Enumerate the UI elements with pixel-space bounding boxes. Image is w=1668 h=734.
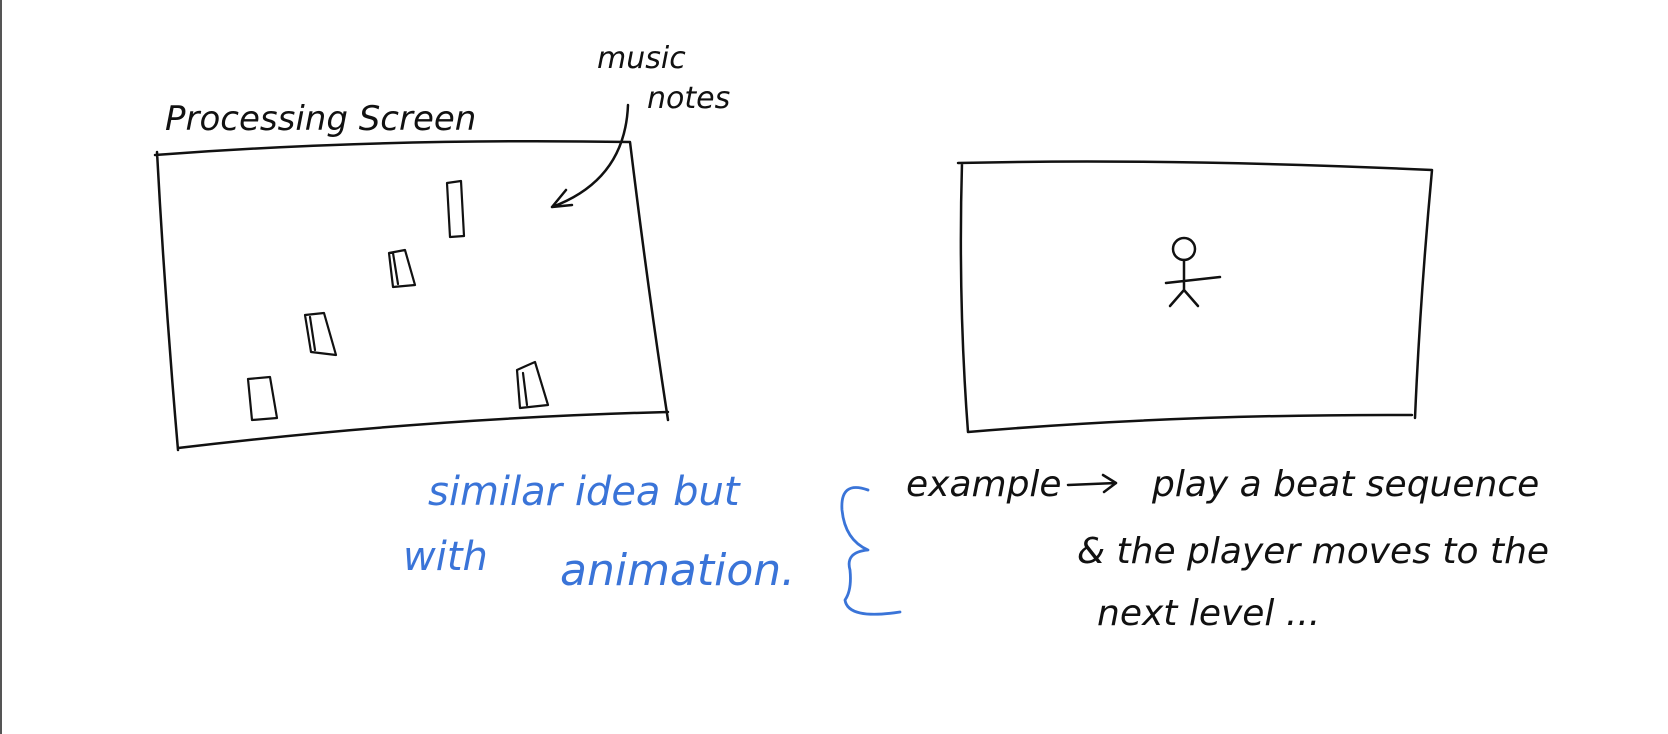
- processing-screen-label: Processing Screen: [165, 99, 476, 139]
- similar-idea-line1: similar idea but: [428, 469, 741, 515]
- curly-brace: [840, 486, 902, 616]
- similar-idea-line2: with: [403, 534, 488, 580]
- processing-screen-sketch: Processing Screen music notes: [153, 41, 730, 452]
- processing-screen-frame: [153, 139, 670, 452]
- level-screen-frame: [956, 160, 1434, 434]
- example-line2: & the player moves to the: [1077, 531, 1549, 572]
- example-line1: play a beat sequence: [1151, 464, 1539, 505]
- level-screen-sketch: [956, 160, 1434, 434]
- player-stick-figure: [1164, 236, 1222, 308]
- music-notes-label-line2: notes: [647, 81, 730, 116]
- example-line3: next level ...: [1097, 593, 1320, 634]
- similar-idea-line3: animation.: [560, 545, 795, 596]
- example-arrow: [1066, 473, 1118, 494]
- music-notes-label-line1: music: [597, 41, 686, 76]
- music-note-rect: [303, 311, 338, 357]
- music-note-rect: [387, 248, 417, 289]
- music-note-rect: [246, 375, 279, 422]
- music-note-rect: [515, 360, 550, 410]
- example-label: example: [906, 464, 1062, 505]
- similar-idea-note: similar idea but with animation.: [403, 469, 902, 616]
- example-note: example play a beat sequence & the playe…: [906, 464, 1549, 634]
- music-notes-arrow: [550, 103, 630, 209]
- music-note-rect: [445, 179, 466, 239]
